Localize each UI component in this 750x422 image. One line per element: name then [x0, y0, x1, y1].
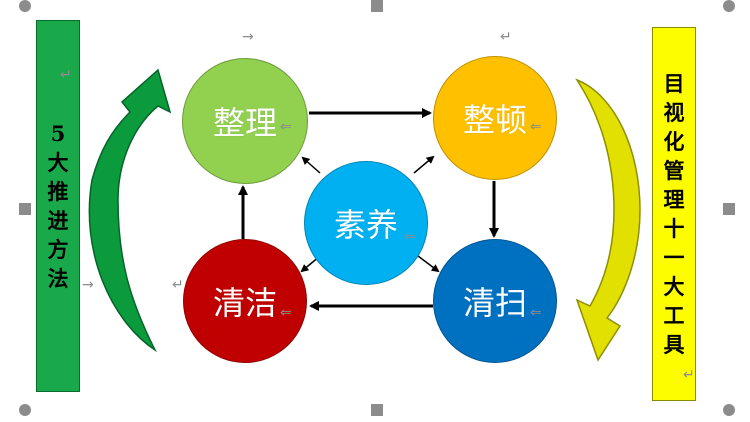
left-box-five-methods[interactable]: 5 大 推 进 方 法	[36, 20, 80, 392]
return-arrow-mark: ⇐	[530, 305, 542, 321]
node-seiketsu-label: 清洁	[212, 284, 277, 322]
selection-handle-top-left[interactable]	[19, 0, 31, 12]
node-seiketsu[interactable]: 清洁	[183, 239, 307, 363]
tab-mark: →	[242, 29, 254, 45]
node-shitsuke[interactable]: 素养	[304, 161, 428, 285]
node-seiso-label: 清扫	[462, 284, 527, 322]
return-arrow-mark: ⇐	[280, 305, 292, 321]
selection-handle-top-center[interactable]	[371, 0, 383, 12]
right-box-char: 工	[663, 303, 685, 328]
right-box-char: 视	[663, 100, 685, 125]
selection-handle-bottom-left[interactable]	[19, 404, 31, 416]
left-box-char: 推	[47, 179, 69, 204]
left-box-char: 大	[47, 150, 69, 175]
node-seiri[interactable]: 整理	[182, 58, 308, 184]
node-seiton-label: 整顿	[462, 101, 527, 139]
return-arrow-mark: ⇐	[280, 119, 292, 135]
node-shitsuke-label: 素养	[333, 206, 398, 244]
left-box-char: 方	[47, 237, 69, 262]
arrow-shitsuke-to-seiso	[417, 255, 440, 273]
return-arrow-mark: ⇐	[530, 119, 542, 135]
paragraph-mark: ↵	[500, 29, 512, 45]
right-box-visual-tools[interactable]: 目 视 化 管 理 十 一 大 工 具	[652, 27, 696, 401]
selection-handle-top-right[interactable]	[723, 0, 735, 12]
node-seiso[interactable]: 清扫	[433, 239, 557, 363]
left-box-char: 进	[47, 208, 69, 233]
arrow-shitsuke-to-seiri	[301, 156, 321, 174]
left-box-char: 5	[50, 121, 66, 146]
green-curved-arrow[interactable]	[88, 68, 172, 353]
right-box-char: 十	[663, 216, 685, 241]
right-box-char: 理	[663, 187, 685, 212]
paragraph-mark: ↵	[683, 367, 695, 383]
right-box-char: 目	[663, 71, 685, 96]
tab-mark: →	[82, 277, 94, 293]
selection-handle-middle-left[interactable]	[19, 203, 31, 215]
right-box-char: 化	[663, 129, 685, 154]
right-box-char: 管	[663, 158, 685, 183]
paragraph-mark: ↵	[172, 277, 184, 293]
return-arrow-mark: ⇐	[404, 229, 416, 245]
node-seiri-label: 整理	[212, 104, 277, 142]
selection-handle-bottom-right[interactable]	[723, 404, 735, 416]
selection-handle-bottom-center[interactable]	[371, 404, 383, 416]
paragraph-mark: ↵	[60, 67, 72, 83]
yellow-curved-arrow[interactable]	[575, 78, 641, 362]
right-box-char: 一	[663, 245, 685, 270]
right-box-char: 大	[663, 274, 685, 299]
left-box-char: 法	[47, 266, 69, 291]
node-seiton[interactable]: 整顿	[433, 56, 557, 180]
arrow-shitsuke-to-seiton	[413, 155, 435, 174]
selection-handle-middle-right[interactable]	[723, 203, 735, 215]
right-box-char: 具	[663, 332, 685, 357]
